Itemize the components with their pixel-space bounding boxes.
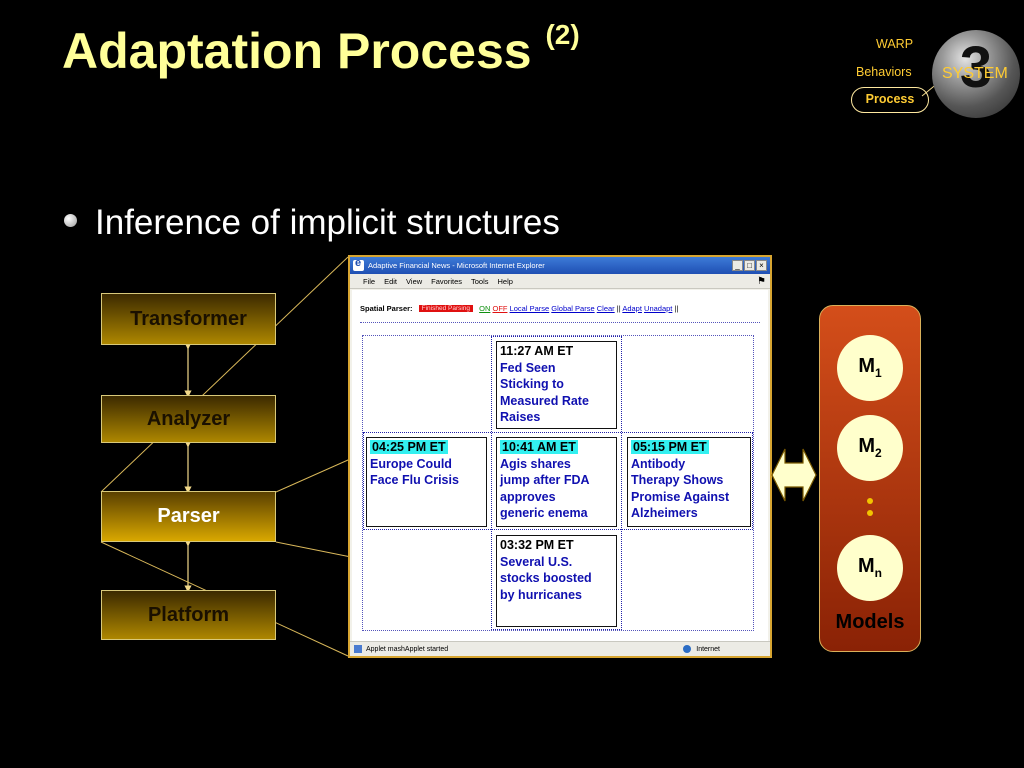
browser-title: Adaptive Financial News - Microsoft Inte… bbox=[368, 261, 545, 270]
bullet-item: Inference of implicit structures bbox=[64, 203, 560, 243]
model-circle: M2 bbox=[837, 415, 903, 481]
news-headline-line: Agis shares bbox=[500, 456, 571, 471]
news-headline-line: Raises bbox=[500, 410, 541, 424]
news-headline-line: Face Flu Crisis bbox=[370, 473, 459, 487]
middle-row-frame bbox=[363, 432, 753, 530]
ie-logo-icon bbox=[353, 257, 364, 271]
security-zone: Internet bbox=[683, 645, 720, 653]
news-item[interactable]: 10:41 AM ET Agis shares jump after FDA a… bbox=[496, 437, 617, 527]
center-column-frame bbox=[491, 336, 622, 630]
layer-transformer: Transformer bbox=[101, 293, 276, 345]
news-headline-line: Several U.S. bbox=[500, 554, 573, 569]
news-item[interactable]: 03:32 PM ET Several U.S. stocks boosted … bbox=[496, 535, 617, 627]
menu-favorites[interactable]: Favorites bbox=[431, 276, 462, 286]
layer-analyzer: Analyzer bbox=[101, 395, 276, 443]
zone-label: Internet bbox=[696, 645, 720, 653]
bullet-dot-icon bbox=[64, 214, 77, 228]
models-panel: M1 M2 Mn Models bbox=[819, 305, 921, 652]
news-headline-line: by hurricanes bbox=[500, 587, 582, 602]
adapt-link[interactable]: Adapt bbox=[622, 304, 642, 313]
news-headline-line: generic enema bbox=[500, 506, 588, 520]
news-headline-line: Measured Rate bbox=[500, 393, 589, 408]
news-grid: 11:27 AM ET Fed Seen Sticking to Measure… bbox=[362, 335, 754, 631]
local-parse-link[interactable]: Local Parse bbox=[509, 304, 550, 313]
news-headline-line: Europe Could bbox=[370, 456, 452, 471]
news-time: 11:27 AM ET bbox=[500, 344, 574, 358]
section-badge-label[interactable]: SYSTEM bbox=[942, 65, 1008, 82]
menu-view[interactable]: View bbox=[406, 276, 423, 286]
menu-file[interactable]: File bbox=[363, 276, 376, 286]
model-subscript: 1 bbox=[874, 366, 882, 380]
model-label: M bbox=[858, 355, 875, 377]
status-text: Applet mashApplet started bbox=[366, 645, 449, 653]
close-icon[interactable]: × bbox=[756, 260, 767, 271]
news-item[interactable]: 11:27 AM ET Fed Seen Sticking to Measure… bbox=[496, 341, 617, 429]
news-headline-line: stocks boosted bbox=[500, 571, 592, 585]
bullet-text: Inference of implicit structures bbox=[95, 203, 560, 242]
menu-help[interactable]: Help bbox=[497, 276, 513, 286]
news-item[interactable]: 04:25 PM ET Europe Could Face Flu Crisis bbox=[366, 437, 487, 527]
browser-titlebar: Adaptive Financial News - Microsoft Inte… bbox=[350, 257, 770, 274]
model-label: M bbox=[858, 435, 875, 457]
parser-status-badge: Finished Parsing bbox=[418, 305, 474, 312]
globe-icon bbox=[683, 645, 692, 653]
parser-label: Spatial Parser: bbox=[360, 304, 413, 313]
parser-off-link[interactable]: OFF bbox=[492, 304, 508, 313]
model-circle: M1 bbox=[837, 335, 903, 401]
model-subscript: n bbox=[874, 566, 882, 580]
model-label: M bbox=[857, 555, 875, 577]
models-label: Models bbox=[835, 611, 905, 633]
news-headline-line: jump after FDA bbox=[500, 473, 590, 487]
nav-item-behaviors[interactable]: Behaviors bbox=[856, 65, 912, 79]
maximize-icon[interactable]: □ bbox=[744, 260, 755, 271]
parser-on-link[interactable]: ON bbox=[479, 304, 491, 313]
toolbar-divider bbox=[360, 322, 760, 323]
model-subscript: 2 bbox=[874, 446, 882, 460]
news-headline-line: Alzheimers bbox=[631, 506, 698, 520]
global-parse-link[interactable]: Global Parse bbox=[551, 304, 595, 313]
unadapt-link[interactable]: Unadapt bbox=[644, 304, 673, 313]
browser-window: Adaptive Financial News - Microsoft Inte… bbox=[348, 255, 772, 658]
browser-menubar: File Edit View Favorites Tools Help ⚑ bbox=[350, 274, 770, 289]
news-headline-line: Promise Against bbox=[631, 489, 730, 504]
menu-edit[interactable]: Edit bbox=[384, 276, 398, 286]
menu-tools[interactable]: Tools bbox=[471, 276, 489, 286]
browser-statusbar: Applet mashApplet started Internet bbox=[350, 641, 770, 656]
minimize-icon[interactable]: _ bbox=[732, 260, 743, 271]
ellipsis-icon bbox=[867, 498, 873, 522]
news-time: 05:15 PM ET bbox=[631, 440, 709, 454]
section-badge: 3 bbox=[932, 30, 1020, 118]
slide-title: Adaptation Process (2) bbox=[62, 19, 580, 80]
windows-flag-icon: ⚑ bbox=[757, 275, 766, 287]
news-headline-line: approves bbox=[500, 489, 556, 504]
slide-title-text: Adaptation Process bbox=[62, 23, 532, 79]
double-arrow-icon bbox=[771, 448, 817, 502]
news-time: 04:25 PM ET bbox=[370, 440, 448, 454]
section-nav: WARP Behaviors Process 3 SYSTEM bbox=[784, 0, 1024, 130]
news-headline-line: Antibody bbox=[631, 456, 686, 471]
slide-title-number: (2) bbox=[545, 19, 580, 51]
news-headline-line: Therapy Shows bbox=[631, 473, 724, 487]
section-badge-number: 3 bbox=[959, 35, 993, 100]
layer-platform: Platform bbox=[101, 590, 276, 640]
news-headline-line: Sticking to bbox=[500, 377, 564, 391]
news-time: 10:41 AM ET bbox=[500, 440, 578, 454]
layer-parser: Parser bbox=[101, 491, 276, 542]
news-headline-line: Fed Seen bbox=[500, 360, 556, 375]
news-item[interactable]: 05:15 PM ET Antibody Therapy Shows Promi… bbox=[627, 437, 751, 527]
browser-content: Spatial Parser: Finished Parsing ON OFF … bbox=[352, 290, 768, 641]
model-circle: Mn bbox=[837, 535, 903, 601]
nav-item-process[interactable]: Process bbox=[851, 87, 929, 113]
applet-icon bbox=[354, 645, 362, 653]
news-time: 03:32 PM ET bbox=[500, 538, 574, 552]
nav-item-warp[interactable]: WARP bbox=[876, 37, 914, 51]
clear-link[interactable]: Clear bbox=[596, 304, 615, 313]
parser-toolbar: Spatial Parser: Finished Parsing ON OFF … bbox=[360, 304, 679, 313]
